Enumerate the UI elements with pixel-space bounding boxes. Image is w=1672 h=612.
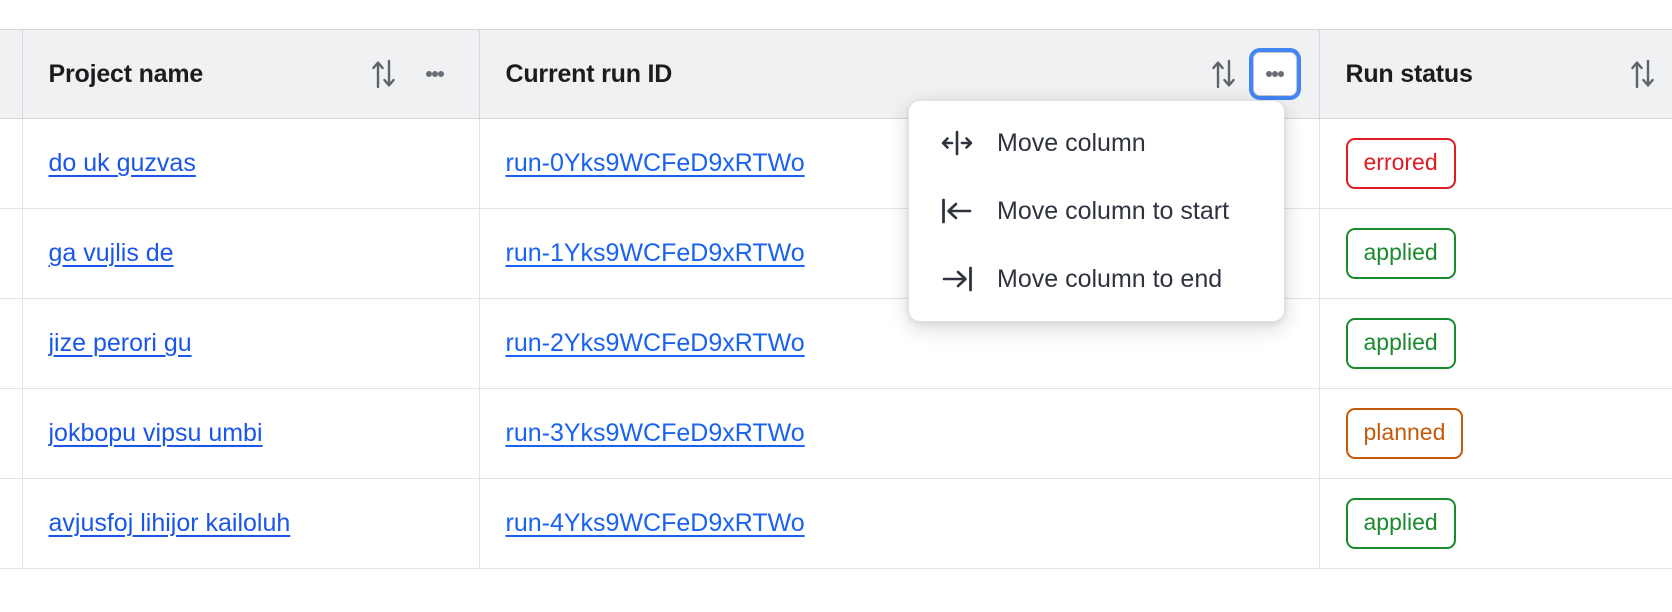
header-tools-run-status [1628, 57, 1658, 91]
table-header: Project name [0, 29, 1672, 119]
cell-current-run-id: run-4Yks9WCFeD9xRTWo [479, 478, 1320, 569]
column-menu-button-project-name[interactable] [413, 52, 457, 96]
column-header-current-run-id[interactable]: Current run ID [479, 29, 1320, 119]
project-name-link[interactable]: jokbopu vipsu umbi [48, 419, 263, 447]
move-column-icon [939, 128, 975, 158]
menu-item-label: Move column [997, 128, 1146, 157]
sort-icon[interactable] [1628, 57, 1658, 91]
project-name-link[interactable]: do uk guzvas [48, 149, 196, 177]
table-row: jokbopu vipsu umbi run-3Yks9WCFeD9xRTWo … [0, 388, 1672, 479]
column-header-select [0, 29, 23, 119]
column-menu-button-current-run-id[interactable] [1252, 52, 1297, 96]
run-id-link[interactable]: run-4Yks9WCFeD9xRTWo [505, 509, 805, 537]
column-header-label-run-status: Run status [1345, 59, 1473, 88]
sort-icon[interactable] [1209, 57, 1239, 91]
row-select-cell[interactable] [0, 298, 23, 389]
menu-item-move-column-to-end[interactable]: Move column to end [909, 245, 1284, 313]
cell-run-status: planned [1319, 388, 1672, 479]
row-select-cell[interactable] [0, 478, 23, 569]
row-select-cell[interactable] [0, 118, 23, 209]
kebab-dot-icon [437, 71, 444, 77]
cell-project-name: do uk guzvas [22, 118, 480, 209]
cell-project-name: jokbopu vipsu umbi [22, 388, 480, 479]
header-row: Project name [0, 29, 1672, 119]
menu-item-move-column-to-start[interactable]: Move column to start [909, 177, 1284, 245]
status-badge: applied [1345, 498, 1456, 549]
projects-table: Project name [0, 29, 1672, 569]
sort-icon[interactable] [369, 57, 399, 91]
column-context-menu: Move column Move column to start Mov [908, 100, 1285, 322]
row-select-cell[interactable] [0, 388, 23, 479]
column-header-run-status[interactable]: Run status [1319, 29, 1672, 119]
cell-project-name: jize perori gu [22, 298, 480, 389]
kebab-dot-icon [425, 71, 432, 77]
cell-run-status: applied [1319, 478, 1672, 569]
status-badge: errored [1345, 138, 1456, 189]
project-name-link[interactable]: ga vujlis de [48, 239, 174, 267]
status-badge: planned [1345, 408, 1464, 459]
menu-item-move-column[interactable]: Move column [909, 109, 1284, 177]
table-row: jize perori gu run-2Yks9WCFeD9xRTWo appl… [0, 298, 1672, 389]
table-body: do uk guzvas run-0Yks9WCFeD9xRTWo errore… [0, 118, 1672, 569]
header-tools-project-name [369, 52, 457, 96]
project-name-link[interactable]: avjusfoj lihijor kailoluh [48, 509, 291, 537]
column-header-label-current-run-id: Current run ID [505, 59, 673, 88]
kebab-dot-icon [1271, 71, 1278, 77]
header-tools-current-run-id [1209, 52, 1297, 96]
menu-item-label: Move column to start [997, 196, 1230, 225]
cell-run-status: errored [1319, 118, 1672, 209]
kebab-dot-icon [1265, 71, 1272, 77]
cell-project-name: ga vujlis de [22, 208, 480, 299]
move-column-to-end-icon [939, 264, 975, 294]
table-row: avjusfoj lihijor kailoluh run-4Yks9WCFeD… [0, 478, 1672, 569]
column-header-project-name[interactable]: Project name [22, 29, 480, 119]
row-select-cell[interactable] [0, 208, 23, 299]
cell-run-status: applied [1319, 208, 1672, 299]
cell-current-run-id: run-3Yks9WCFeD9xRTWo [479, 388, 1320, 479]
status-badge: applied [1345, 228, 1456, 279]
table-row: do uk guzvas run-0Yks9WCFeD9xRTWo errore… [0, 118, 1672, 209]
kebab-dot-icon [1277, 71, 1284, 77]
move-column-to-start-icon [939, 196, 975, 226]
run-id-link[interactable]: run-0Yks9WCFeD9xRTWo [505, 149, 805, 177]
project-name-link[interactable]: jize perori gu [48, 329, 192, 357]
kebab-dot-icon [431, 71, 438, 77]
column-header-label-project-name: Project name [48, 59, 204, 88]
menu-item-label: Move column to end [997, 264, 1223, 293]
table-row: ga vujlis de run-1Yks9WCFeD9xRTWo applie… [0, 208, 1672, 299]
run-id-link[interactable]: run-1Yks9WCFeD9xRTWo [505, 239, 805, 267]
cell-run-status: applied [1319, 298, 1672, 389]
status-badge: applied [1345, 318, 1456, 369]
run-id-link[interactable]: run-2Yks9WCFeD9xRTWo [505, 329, 805, 357]
run-id-link[interactable]: run-3Yks9WCFeD9xRTWo [505, 419, 805, 447]
cell-project-name: avjusfoj lihijor kailoluh [22, 478, 480, 569]
